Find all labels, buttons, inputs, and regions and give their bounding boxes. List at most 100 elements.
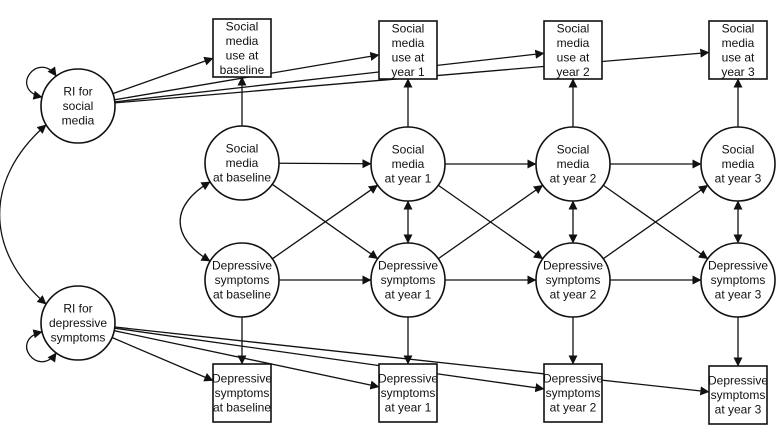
node-sm_obs_y3-label-line-4: year 3	[721, 65, 755, 79]
node-sm_obs_base-label-line-4: baseline	[220, 63, 265, 77]
edge-ri_social-to-ri_dep	[0, 124, 47, 305]
node-sm_obs_y3-label-line-3: use at	[722, 50, 755, 64]
node-ri_social-shape	[40, 68, 116, 144]
node-dep_lat_y1-label-line-1: Depressive	[378, 259, 438, 273]
edge-sm_lat_base-to-dep_lat_base	[179, 181, 211, 262]
node-sm_lat_base-shape	[204, 125, 280, 201]
edge-ri_dep-to-dep_obs_y2	[114, 327, 545, 393]
node-sm_lat_y3-shape	[700, 126, 776, 202]
node-sm_obs_base-label-line-1: Social	[226, 19, 259, 33]
node-ri_social-label-line-3: media	[62, 114, 95, 128]
edge-dep_lat_y2-to-sm_lat_y3	[602, 184, 709, 260]
node-ri_dep-label-line-3: symptoms	[51, 331, 106, 345]
node-sm_obs_y1-label-line-2: media	[392, 36, 425, 50]
node-sm_obs_base-label-line-3: use at	[226, 48, 259, 62]
node-dep_obs_base-label-line-3: at baseline	[213, 401, 271, 415]
node-dep_obs_y2-label-line-2: symptoms	[546, 386, 601, 400]
edge-ri_dep-to-dep_obs_y1	[114, 330, 380, 390]
node-ri_social-label-line-1: RI for	[63, 85, 92, 99]
node-sm_lat_y2-label-line-3: at year 2	[550, 172, 597, 186]
node-ri_dep-shape	[40, 285, 116, 361]
node-sm_obs_base-label-line-2: media	[226, 34, 259, 48]
node-sm_lat_y2-shape	[535, 126, 611, 202]
node-sm_obs_y1-label-line-1: Social	[392, 21, 425, 35]
node-sm_lat_base-label-line-3: at baseline	[213, 171, 271, 185]
node-dep_lat_base-shape	[204, 242, 280, 318]
node-dep_lat_y2-shape	[535, 242, 611, 318]
node-ri_social-label-line-2: social	[63, 99, 94, 113]
node-sm_lat_y2-label-line-2: media	[557, 157, 590, 171]
node-dep_obs_y3-label-line-1: Depressive	[708, 374, 768, 388]
node-dep_lat_y3-shape	[700, 242, 776, 318]
node-dep_obs_y1-label-line-1: Depressive	[378, 372, 438, 386]
node-dep_lat_base-label-line-2: symptoms	[215, 273, 270, 287]
node-dep_obs_base-shape	[212, 363, 272, 423]
node-sm_lat_y3-label-line-3: at year 3	[715, 172, 762, 186]
node-dep_lat_y3-label-line-3: at year 3	[715, 288, 762, 302]
node-dep_obs_y1-shape	[378, 363, 438, 423]
node-dep_lat_y1-label-line-3: at year 1	[385, 288, 432, 302]
node-sm_lat_y1-label-line-1: Social	[392, 143, 425, 157]
node-ri_dep-label-line-2: depressive	[49, 316, 107, 330]
node-dep_obs_y3-label-line-3: at year 3	[715, 403, 762, 417]
node-dep_obs_base-label-line-1: Depressive	[212, 372, 272, 386]
edge-dep_lat_base-to-sm_lat_y1	[271, 184, 379, 260]
node-sm_obs_y2-shape	[543, 20, 603, 80]
node-dep_obs_y2-shape	[543, 363, 603, 423]
node-sm_obs_y1-shape	[378, 20, 438, 80]
node-dep_lat_base-label-line-3: at baseline	[213, 288, 271, 302]
edge-ri_dep-to-ri_dep	[26, 329, 57, 363]
edges-layer	[0, 48, 743, 396]
edge-ri_social-to-sm_obs_y2	[114, 49, 545, 103]
node-sm_lat_y1-label-line-3: at year 1	[385, 172, 432, 186]
node-dep_lat_y3-label-line-1: Depressive	[708, 259, 768, 273]
edge-ri_social-to-ri_social	[26, 66, 57, 100]
node-dep_lat_y3-label-line-2: symptoms	[711, 273, 766, 287]
node-dep_lat_base-label-line-1: Depressive	[212, 259, 272, 273]
node-ri_dep-label-line-1: RI for	[63, 302, 92, 316]
node-sm_obs_y3-label-line-2: media	[722, 36, 755, 50]
node-dep_obs_base-label-line-2: symptoms	[215, 386, 270, 400]
node-sm_lat_y1-shape	[370, 126, 446, 202]
node-dep_lat_y2-label-line-3: at year 2	[550, 288, 597, 302]
node-dep_lat_y2-label-line-1: Depressive	[543, 259, 603, 273]
node-dep_obs_y3-shape	[708, 365, 768, 425]
node-sm_obs_y1-label-line-4: year 1	[391, 65, 425, 79]
node-sm_obs_y2-label-line-4: year 2	[556, 65, 590, 79]
edge-ri_dep-to-dep_obs_base	[111, 336, 214, 382]
node-sm_obs_y1-label-line-3: use at	[392, 50, 425, 64]
edge-dep_lat_y1-to-sm_lat_y2	[437, 184, 544, 260]
node-sm_lat_base-label-line-2: media	[226, 156, 259, 170]
node-sm_obs_y2-label-line-1: Social	[557, 21, 590, 35]
edge-ri_social-to-sm_obs_base	[112, 56, 214, 95]
node-dep_obs_y1-label-line-2: symptoms	[381, 386, 436, 400]
node-dep_lat_y1-label-line-2: symptoms	[381, 273, 436, 287]
node-dep_lat_y2-label-line-2: symptoms	[546, 273, 601, 287]
node-sm_lat_base-label-line-1: Social	[226, 142, 259, 156]
node-sm_lat_y2-label-line-1: Social	[557, 143, 590, 157]
node-sm_lat_y3-label-line-2: media	[722, 157, 755, 171]
edge-sm_lat_base-to-sm_lat_y1	[278, 159, 372, 169]
node-sm_obs_y3-label-line-1: Social	[722, 21, 755, 35]
node-dep_obs_y2-label-line-3: at year 2	[550, 401, 597, 415]
node-sm_lat_y3-label-line-1: Social	[722, 143, 755, 157]
node-dep_lat_y1-shape	[370, 242, 446, 318]
node-sm_obs_y2-label-line-2: media	[557, 36, 590, 50]
